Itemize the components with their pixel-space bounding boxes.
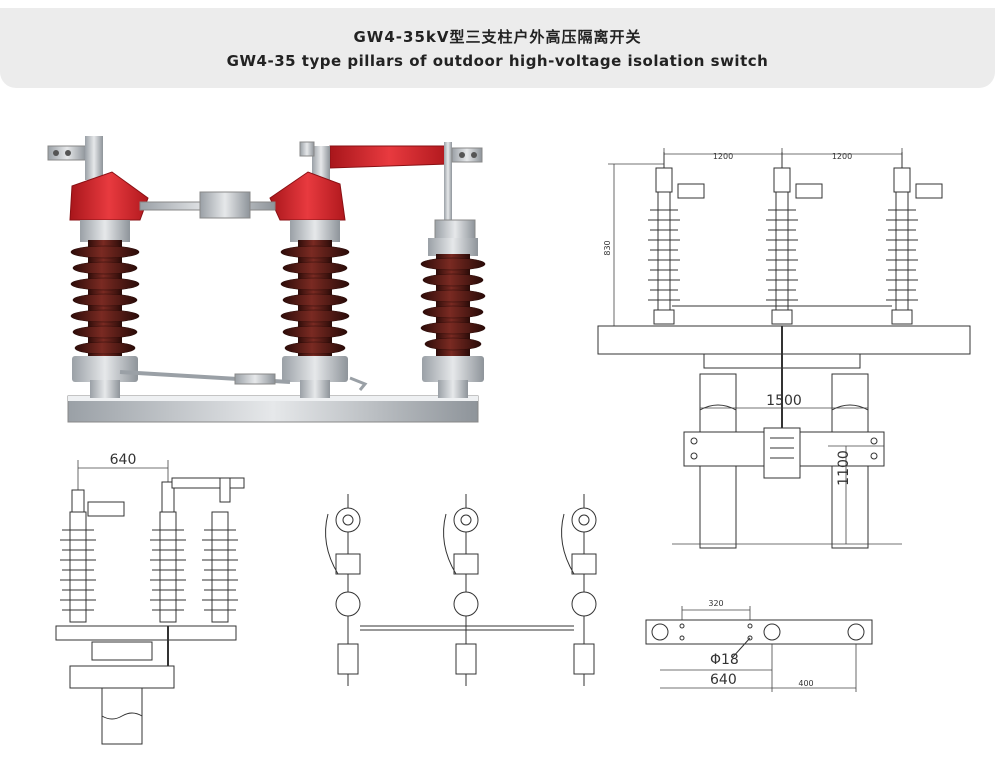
front-view-drawing: 1200 1200 830 (597, 148, 971, 549)
dim-base-offset: 400 (798, 679, 813, 688)
dim-hole-diameter: Φ18 (710, 652, 739, 668)
insulator-middle (280, 220, 350, 398)
top-view-drawing (325, 494, 597, 686)
side-view-drawing: 640 (55, 452, 245, 745)
side-pole-2 (150, 477, 245, 623)
top-pole-1 (325, 494, 361, 686)
title-chinese: GW4-35kV型三支柱户外高压隔离开关 (353, 28, 642, 46)
front-pole-2 (766, 152, 823, 325)
dim-front-spacing-1: 1200 (713, 152, 733, 161)
dim-front-height: 830 (603, 240, 612, 255)
insulator-right (420, 238, 486, 398)
title-english: GW4-35 type pillars of outdoor high-volt… (226, 52, 769, 70)
dim-hole-spacing: 320 (708, 599, 723, 608)
dim-side-width: 640 (110, 452, 137, 468)
base-plate-drawing: 320 Φ18 640 400 (645, 599, 873, 692)
top-pole-3 (561, 494, 597, 686)
side-pole-1 (60, 489, 125, 623)
top-pole-2 (443, 494, 479, 686)
insulator-left (70, 220, 140, 398)
switch-photo (47, 136, 486, 423)
front-pole-1 (648, 152, 705, 325)
side-pole-3 (202, 511, 238, 623)
dim-mount-width: 1500 (766, 393, 802, 409)
title-banner: GW4-35kV型三支柱户外高压隔离开关 GW4-35 type pillars… (0, 8, 995, 88)
dim-mount-height: 1100 (836, 450, 852, 486)
front-pole-3 (886, 152, 943, 325)
dim-base-width: 640 (710, 672, 737, 688)
dim-front-spacing-2: 1200 (832, 152, 852, 161)
